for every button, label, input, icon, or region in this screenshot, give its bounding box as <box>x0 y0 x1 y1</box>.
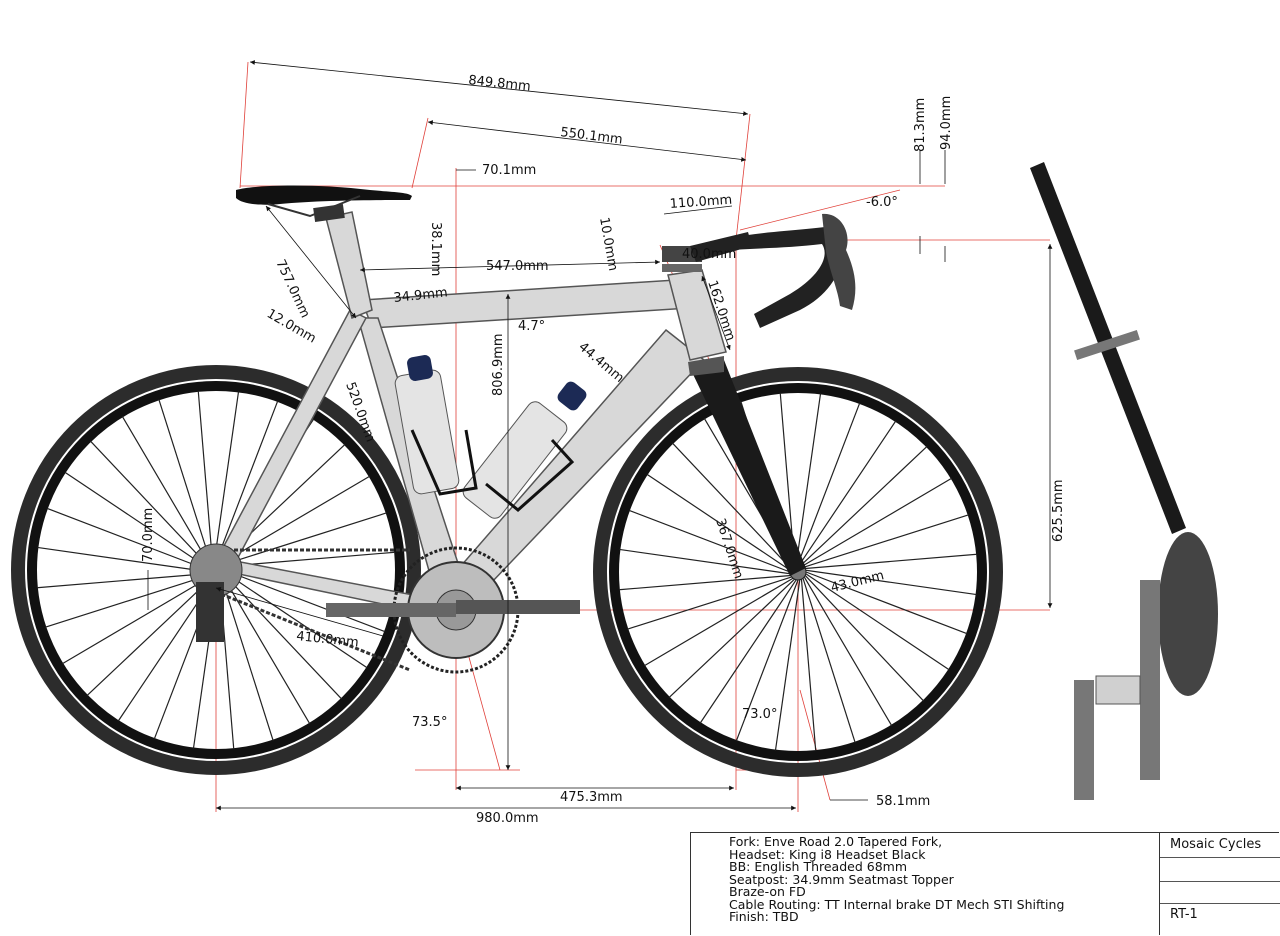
dimension-lines <box>147 60 1053 811</box>
dim-849: 849.8mm <box>468 73 532 94</box>
water-bottles <box>394 355 587 519</box>
spoke <box>628 509 791 573</box>
saddle <box>236 185 412 223</box>
spec-cable: Cable Routing: TT Internal brake DT Mech… <box>729 896 1065 912</box>
front-view <box>1030 162 1218 800</box>
spoke <box>805 569 977 596</box>
spoke <box>220 576 274 741</box>
dim-40: 40.0mm <box>682 247 736 262</box>
fork <box>688 356 806 576</box>
model-name: RT-1 <box>1170 907 1198 922</box>
dim-34-9: 34.9mm <box>393 285 449 306</box>
dim-81-3: 81.3mm <box>913 98 928 152</box>
spoke <box>46 507 209 571</box>
dimension-labels: 849.8mm 550.1mm 70.1mm 81.3mm 94.0mm 110… <box>141 73 1066 826</box>
spoke <box>802 477 952 567</box>
spoke <box>90 440 210 567</box>
spoke <box>644 577 794 667</box>
spec-fork: Fork: Enve Road 2.0 Tapered Fork, <box>729 834 943 849</box>
spoke <box>795 393 822 565</box>
dim-70: 70.0mm <box>141 508 156 562</box>
spoke <box>627 576 792 630</box>
spoke <box>699 579 797 724</box>
spoke <box>799 420 897 565</box>
dim-seat-angle: 73.5° <box>412 715 447 730</box>
dim-410: 410.0mm <box>296 629 360 650</box>
spoke <box>797 402 861 565</box>
spoke <box>619 548 791 575</box>
dim-550: 550.1mm <box>560 125 624 148</box>
spoke <box>222 512 387 566</box>
title-row-blank-2 <box>1160 881 1280 904</box>
dim-head-angle: 73.0° <box>742 707 777 722</box>
cockpit <box>662 213 856 328</box>
spoke <box>618 574 791 591</box>
spoke <box>158 399 212 564</box>
title-column: Mosaic Cycles RT-1 <box>1159 833 1280 935</box>
dim-44-4: 44.4mm <box>575 340 626 386</box>
spoke <box>213 391 240 563</box>
spoke <box>804 575 924 702</box>
spoke <box>215 400 279 563</box>
spoke <box>805 553 978 570</box>
spoke <box>803 576 893 726</box>
dim-367: 367.0mm <box>712 517 746 581</box>
dim-94: 94.0mm <box>939 96 954 150</box>
spec-list: Fork: Enve Road 2.0 Tapered Fork, Headse… <box>729 834 1065 924</box>
dim-110: 110.0mm <box>669 193 732 212</box>
title-row-model: RT-1 <box>1160 903 1280 933</box>
spoke <box>735 579 799 742</box>
spec-headset: Headset: King i8 Headset Black <box>729 846 926 862</box>
spoke <box>800 579 817 752</box>
spec-finish: Finish: TBD <box>729 909 799 924</box>
spoke <box>805 571 968 635</box>
spoke <box>672 442 792 569</box>
dim-547: 547.0mm <box>486 259 549 274</box>
spoke <box>121 416 211 566</box>
spoke <box>774 579 801 751</box>
dim-980: 980.0mm <box>476 811 539 826</box>
spoke <box>220 475 370 565</box>
spoke <box>37 546 209 573</box>
spec-seatpost: Seatpost: 34.9mm Seatmast Topper <box>729 871 954 887</box>
title-row-blank <box>1160 857 1280 882</box>
spec-braze: Braze-on FD <box>729 884 806 899</box>
spoke <box>668 578 795 698</box>
dim-58: 58.1mm <box>876 794 930 809</box>
dim-38-1: 38.1mm <box>428 222 443 276</box>
spoke <box>802 578 856 743</box>
spoke <box>45 574 210 628</box>
spoke <box>646 473 791 571</box>
spec-bb: BB: English Threaded 68mm <box>729 859 908 874</box>
spoke <box>197 390 214 563</box>
spoke <box>36 572 209 589</box>
spec-title-block: Fork: Enve Road 2.0 Tapered Fork, Headse… <box>690 832 1280 935</box>
maker-name: Mosaic Cycles <box>1170 837 1262 852</box>
drivetrain <box>189 543 580 674</box>
dim-70-1: 70.1mm <box>482 163 536 178</box>
dim-475: 475.3mm <box>560 790 623 805</box>
spoke <box>64 471 209 569</box>
spoke <box>62 575 212 665</box>
dim-stem-angle: -6.0° <box>866 195 898 210</box>
dim-625: 625.5mm <box>1051 479 1066 542</box>
front-wheel <box>593 367 1003 777</box>
title-row-maker: Mosaic Cycles <box>1160 833 1280 858</box>
spoke <box>801 446 928 566</box>
spoke <box>86 576 213 696</box>
dim-4-7: 4.7° <box>518 319 545 334</box>
spoke <box>805 573 950 671</box>
dim-806: 806.9mm <box>491 333 506 396</box>
spoke <box>804 514 969 568</box>
